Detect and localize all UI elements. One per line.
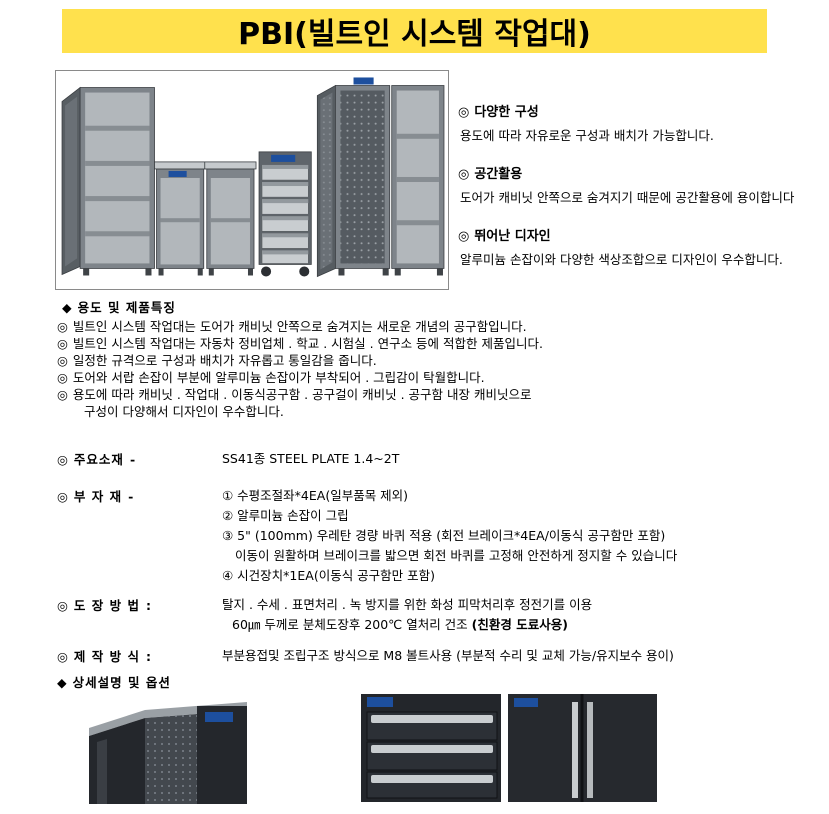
usage-item: ◎용도에 따라 캐비닛 . 작업대 . 이동식공구함 . 공구걸이 캐비닛 . … [57,387,532,402]
circle-bullet: ◎ [458,229,470,244]
door-handle-detail-illustration [508,692,657,804]
workbench-system-illustration [56,71,448,289]
accessory-line: ④ 시건장치*1EA(이동식 공구함만 포함) [222,568,436,583]
circle-bullet: ◎ [57,370,68,385]
spec-painting-value: 탈지 . 수세 . 표면처리 . 녹 방지를 위한 화성 피막처리후 정전기를 … [222,595,592,635]
circle-bullet: ◎ [57,387,68,402]
feature-list: ◎ 다양한 구성 용도에 따라 자유로운 구성과 배치가 가능합니다. ◎ 공간활용… [458,101,824,287]
feature-item: ◎ 뛰어난 디자인 알루미늄 손잡이와 다양한 색상조합으로 디자인이 우수합니다… [458,225,824,267]
open-door-detail-illustration [75,692,262,804]
spec-accessories-label: ◎부 자 재- [57,489,135,504]
circle-bullet: ◎ [458,167,470,182]
detail-image-drawers [357,692,505,804]
accessory-line: ② 알루미늄 손잡이 그립 [222,508,349,523]
spec-material-label: ◎주요소재- [57,452,137,467]
feature-heading: ◎ 공간활용 [458,163,824,182]
feature-item: ◎ 공간활용 도어가 캐비닛 안쪽으로 숨겨지기 때문에 공간활용에 용이합니다 [458,163,824,205]
circle-bullet: ◎ [57,452,69,467]
page-title: PBI(빌트인 시스템 작업대) [238,17,591,52]
spec-painting-label: ◎도 장 방 법: [57,598,152,613]
accessory-line: ① 수평조절좌*4EA(일부품목 제외) [222,488,409,503]
usage-item: ◎빌트인 시스템 작업대는 자동차 정비업체 . 학교 . 시험실 . 연구소 … [57,336,543,351]
spec-painting: ◎도 장 방 법: 탈지 . 수세 . 표면처리 . 녹 방지를 위한 화성 피… [57,595,592,635]
detail-image-door-handles [508,692,657,804]
painting-line-1: 탈지 . 수세 . 표면처리 . 녹 방지를 위한 화성 피막처리후 정전기를 … [222,597,593,612]
circle-bullet: ◎ [458,105,470,120]
spec-accessories-value: ① 수평조절좌*4EA(일부품목 제외) ② 알루미늄 손잡이 그립 ③ 5" … [222,486,677,586]
circle-bullet: ◎ [57,489,69,504]
spec-making: ◎제 작 방 식: 부분용접및 조립구조 방식으로 M8 볼트사용 (부분적 수… [57,646,674,666]
detail-section-heading: ◆상세설명 및 옵션 [57,675,171,690]
spec-making-value: 부분용접및 조립구조 방식으로 M8 볼트사용 (부분적 수리 및 교체 가능/… [222,648,674,663]
accessory-line-continued: 이동이 원활하며 브레이크를 밟으면 회전 바퀴를 고정해 안전하게 정지할 수… [235,548,678,563]
spec-making-label: ◎제 작 방 식: [57,649,152,664]
detail-image-open-door [75,692,262,804]
brand-logo [205,712,233,722]
spec-material: ◎주요소재- SS41종 STEEL PLATE 1.4~2T [57,449,399,469]
feature-heading-text: 다양한 구성 [474,105,539,120]
usage-section: ◆ 용도 및 제품특징 ◎빌트인 시스템 작업대는 도어가 캐비닛 안쪽으로 숨겨… [57,299,797,420]
usage-item: ◎빌트인 시스템 작업대는 도어가 캐비닛 안쪽으로 숨겨지는 새로운 개념의 … [57,319,527,334]
brand-logo [367,697,393,707]
eco-paint-note: (친환경 도료사용) [471,617,568,632]
circle-bullet: ◎ [57,319,68,334]
usage-section-heading: ◆ 용도 및 제품특징 [57,299,797,316]
usage-item-continued: 구성이 다양해서 디자인이 우수합니다. [84,404,284,419]
accessory-line: ③ 5" (100mm) 우레탄 경량 바퀴 적용 (회전 브레이크*4EA/이… [222,528,666,543]
circle-bullet: ◎ [57,649,69,664]
title-banner: PBI(빌트인 시스템 작업대) [62,9,767,53]
usage-heading-text: 용도 및 제품특징 [77,300,176,315]
circle-bullet: ◎ [57,598,69,613]
usage-item: ◎일정한 규격으로 구성과 배치가 자유롭고 통일감을 줍니다. [57,353,377,368]
diamond-bullet: ◆ [57,675,68,690]
drawer-detail-illustration [357,692,505,804]
feature-body: 알루미늄 손잡이와 다양한 색상조합으로 디자인이 우수합니다. [460,252,783,267]
feature-heading: ◎ 뛰어난 디자인 [458,225,824,244]
brand-logo [514,698,538,707]
painting-line-2: 60㎛ 두께로 분체도장후 200℃ 열처리 건조 (친환경 도료사용) [232,617,568,632]
spec-accessories: ◎부 자 재- ① 수평조절좌*4EA(일부품목 제외) ② 알루미늄 손잡이 … [57,486,677,586]
spec-material-value: SS41종 STEEL PLATE 1.4~2T [222,451,400,466]
feature-heading-text: 뛰어난 디자인 [474,229,551,244]
feature-heading-text: 공간활용 [474,167,523,182]
circle-bullet: ◎ [57,353,68,368]
product-overview-image [55,70,449,290]
feature-body: 용도에 따라 자유로운 구성과 배치가 가능합니다. [460,128,714,143]
feature-item: ◎ 다양한 구성 용도에 따라 자유로운 구성과 배치가 가능합니다. [458,101,824,143]
usage-item: ◎도어와 서랍 손잡이 부분에 알루미늄 손잡이가 부착되어 . 그립감이 탁월… [57,370,485,385]
feature-heading: ◎ 다양한 구성 [458,101,824,120]
circle-bullet: ◎ [57,336,68,351]
feature-body: 도어가 캐비닛 안쪽으로 숨겨지기 때문에 공간활용에 용이합니다 [460,190,795,205]
diamond-bullet: ◆ [62,300,73,315]
